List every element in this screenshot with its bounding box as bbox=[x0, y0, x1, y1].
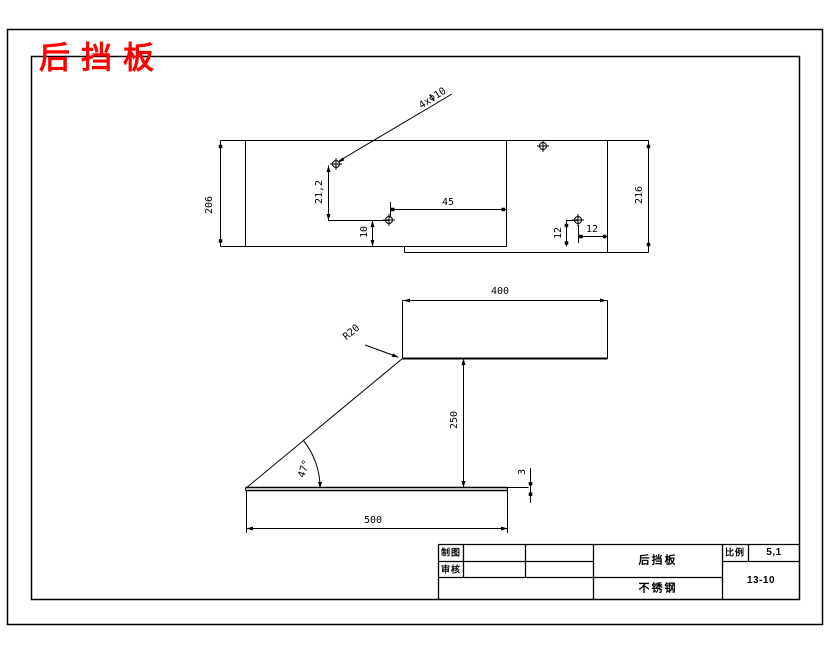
hole-markers bbox=[330, 140, 584, 226]
titleblock-material: 不锈钢 bbox=[638, 582, 678, 595]
top-view-outline bbox=[220, 140, 649, 253]
dim-3-label: 3 bbox=[517, 468, 528, 476]
side-view-dimensions bbox=[246, 298, 607, 533]
title-block-grid bbox=[437, 543, 800, 600]
titleblock-scale-label: 比例 bbox=[724, 547, 746, 558]
titleblock-checked-label: 审核 bbox=[440, 564, 462, 575]
titleblock-drafted-label: 制图 bbox=[440, 547, 462, 558]
top-view-dimensions bbox=[218, 93, 651, 247]
sheet-borders bbox=[6, 28, 824, 626]
dim-500-label: 500 bbox=[363, 515, 383, 526]
dim-12-horizontal-label: 12 bbox=[585, 224, 599, 235]
titleblock-scale-value: 5,1 bbox=[766, 547, 782, 558]
dim-12-vertical-label: 12 bbox=[553, 226, 564, 240]
dim-250-label: 250 bbox=[449, 410, 460, 430]
dim-400-label: 400 bbox=[490, 286, 510, 297]
sheet-title: 后挡板 bbox=[39, 40, 165, 76]
dim-10-label: 10 bbox=[359, 225, 370, 239]
titleblock-drawing-number: 13-10 bbox=[746, 575, 776, 586]
dim-45-label: 45 bbox=[441, 197, 455, 208]
dim-216-label: 216 bbox=[634, 185, 645, 205]
dim-206-label: 206 bbox=[204, 195, 215, 215]
dim-21-2-label: 21,2 bbox=[314, 179, 325, 205]
titleblock-part-name: 后挡板 bbox=[638, 554, 678, 567]
